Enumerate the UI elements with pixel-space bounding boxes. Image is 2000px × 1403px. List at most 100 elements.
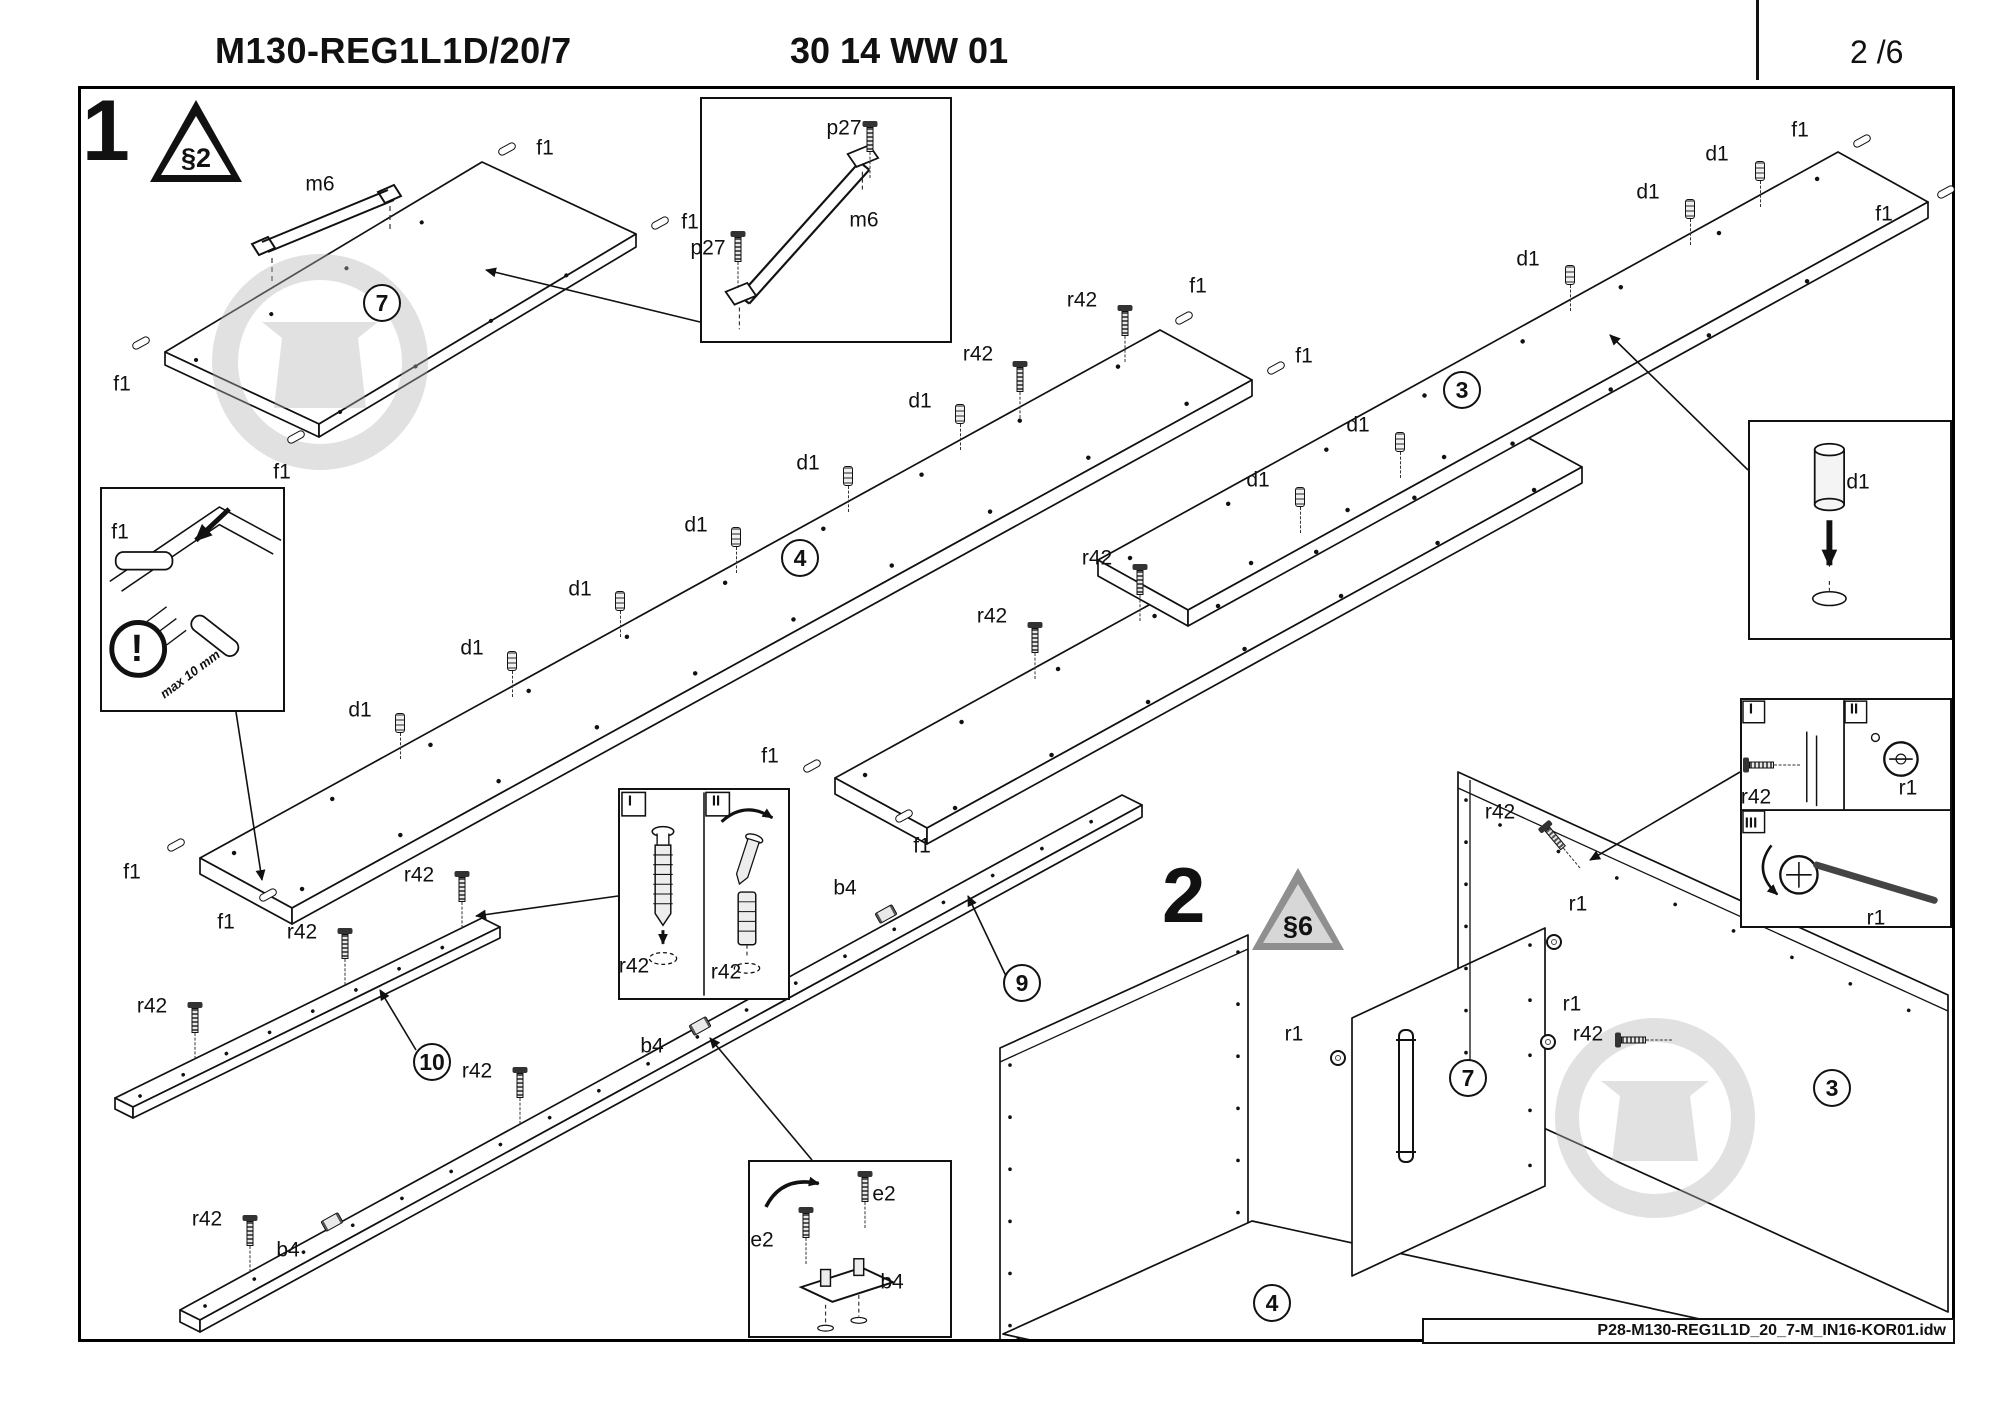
step2-number: 2 [1162,851,1206,939]
cam-detail-drawing [1742,700,1950,904]
part-label: r1 [1898,776,1918,800]
part-label: d1 [460,636,484,660]
part-label: d1 [348,698,372,722]
part-label: d1 [908,389,932,413]
part-label: r1 [1568,892,1588,916]
step1-number: 1 [82,86,130,179]
part-callout-3: 3 [1443,371,1481,409]
part-label: d1 [1346,413,1370,437]
part-label: r42 [286,920,318,944]
part-label: d1 [796,451,820,475]
brand-watermark [212,254,1755,1218]
part-callout-10: 10 [413,1043,451,1081]
steps-layer: 1 §2 2 §6 [78,86,1955,1342]
part-label: f1 [1189,274,1207,298]
part-label: f1 [1791,118,1809,142]
part-callout-9: 9 [1003,964,1041,1002]
dowel-warning-drawing [109,506,282,678]
part-label: III [1744,814,1758,832]
part-callout-7: 7 [363,284,401,322]
part-label: r42 [962,342,994,366]
model-number: M130-REG1L1D/20/7 [215,30,572,71]
handle-on-board [250,183,403,257]
inset-handle-detail [700,97,952,343]
insets-layer [78,86,1955,1342]
warning-sign-label: §6 [1282,911,1314,941]
inset-cam-detail [1740,698,1952,928]
scene-layer [78,86,1955,1342]
part-label: r42 [191,1207,223,1231]
part-label: f1 [761,744,779,768]
drawing-filename: P28-M130-REG1L1D_20_7-M_IN16-KOR01.idw [1597,1322,1946,1339]
part-label: r42 [136,994,168,1018]
part-label: r42 [1081,546,1113,570]
part-label: p27 [690,236,726,260]
hole-rows [138,171,1932,1337]
part-label: f1 [1295,344,1313,368]
part-label: p27 [826,116,862,140]
part-label: I [627,792,633,810]
part-label: r42 [1572,1022,1604,1046]
part-label: f1 [123,860,141,884]
part-label: r1 [1284,1022,1304,1046]
part-label: f1 [1875,202,1893,226]
part-label: d1 [1246,468,1270,492]
part-callout-4: 4 [1253,1284,1291,1322]
part-label: f1 [681,210,699,234]
part-label: d1 [1705,142,1729,166]
screw-detail-drawing [621,791,774,996]
part-label: II [1849,700,1859,718]
part-label: r1 [1866,906,1886,930]
part-label: r42 [1484,800,1516,824]
assembly-scene-drawing [114,151,1949,1342]
inset-dowel-detail [1748,420,1952,640]
leader-arrows [235,267,1749,1161]
part-label: e2 [750,1228,774,1252]
part-label: e2 [872,1182,896,1206]
part-label: f1 [913,834,931,858]
part-label: m6 [305,172,335,196]
part-label: b4 [833,876,857,900]
part-label: r42 [618,954,650,978]
part-label: f1 [217,910,235,934]
foot-detail-drawing [764,1176,896,1332]
header-divider [1756,0,1759,80]
warning-triangle-step2: §6 [1252,868,1344,950]
part-label: f1 [536,136,554,160]
part-callout-3: 3 [1813,1069,1851,1107]
part-label: d1 [684,513,708,537]
part-label: m6 [849,208,879,232]
part-label: I [1748,700,1754,718]
part-label: r1 [1562,992,1582,1016]
door-handle [1396,1029,1416,1163]
part-label: r42 [461,1059,493,1083]
warning-triangle-step1: §2 [150,100,242,182]
handle-hole-leaders [271,206,391,284]
page-number: 2 /6 [1850,34,1904,70]
warning-circle-icon [109,620,168,678]
part-label: r42 [976,604,1008,628]
part-label: d1 [1636,180,1660,204]
part-label: II [711,792,721,810]
panel-edge-lines [999,780,1949,1095]
part-label: r42 [403,863,435,887]
part-label: d1 [1516,247,1540,271]
product-code: 30 14 WW 01 [790,30,1009,71]
dowel-detail-drawing [1811,442,1847,607]
part-label: r42 [1740,785,1772,809]
part-label: r42 [710,960,742,984]
warning-sign-label: §2 [180,143,212,173]
boards-group [114,151,1949,1342]
part-label: b4 [880,1270,904,1294]
part-label: b4 [276,1238,300,1262]
handle-detail-drawing [724,144,880,330]
part-label: f1 [273,460,291,484]
part-label: d1 [568,577,592,601]
part-label: ! [130,628,144,670]
inset-dowel-warning [100,487,285,712]
part-label: f1 [111,520,129,544]
drawing-filename-box: P28-M130-REG1L1D_20_7-M_IN16-KOR01.idw [1422,1318,1955,1344]
